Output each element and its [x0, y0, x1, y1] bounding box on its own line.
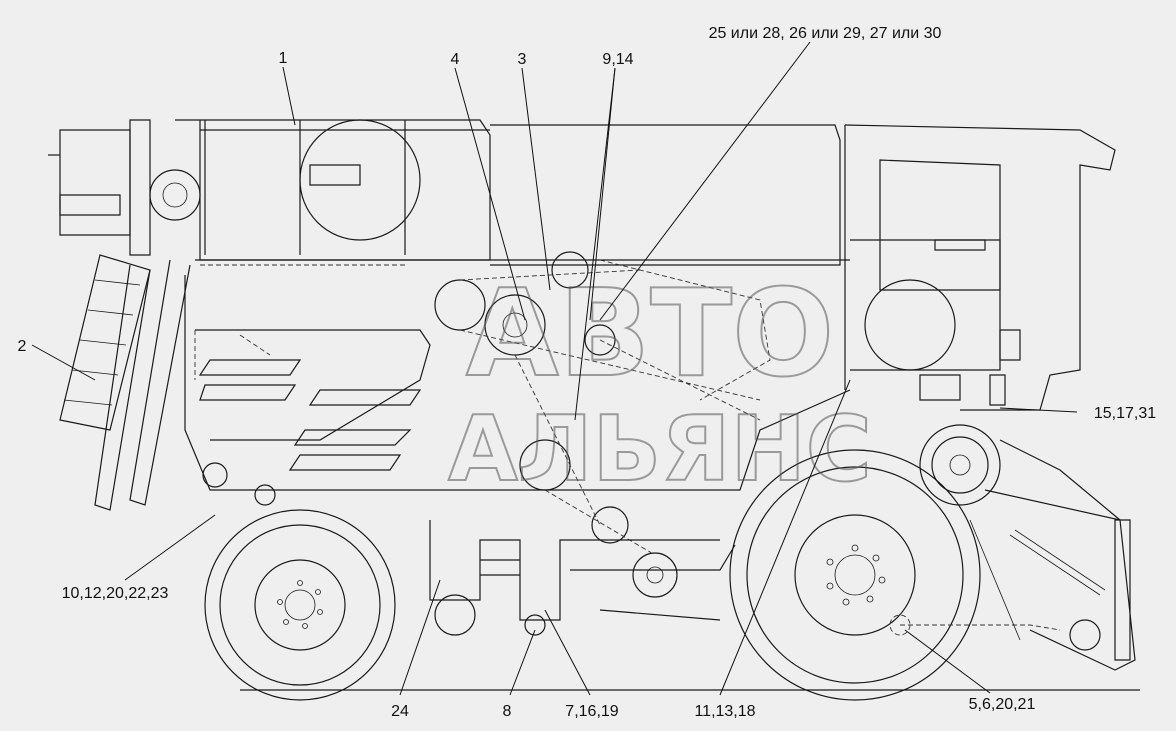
drive-assembly	[202, 251, 1061, 636]
cab	[844, 124, 1116, 411]
callout-9-14: 9,14	[602, 51, 633, 68]
callout-2: 2	[18, 338, 27, 355]
callout-25-30: 25 или 28, 26 или 29, 27 или 30	[709, 25, 942, 42]
callout-10-12-20-22-23: 10,12,20,22,23	[62, 585, 169, 602]
callout-8: 8	[503, 703, 512, 720]
ladder	[59, 254, 191, 511]
callout-15-17-31: 15,17,31	[1094, 405, 1156, 422]
watermark-line1: АВТО	[466, 265, 834, 404]
callout-3: 3	[518, 51, 527, 68]
main-body	[184, 124, 851, 491]
callouts: 1 2 4 3 9,14 25 или 28, 26 или 29, 27 ил…	[18, 25, 1157, 720]
engine-intake	[48, 119, 151, 256]
grain-tank	[149, 119, 491, 266]
callout-11-13-18: 11,13,18	[694, 703, 755, 720]
rear-wheel	[204, 509, 396, 701]
feeder-header	[969, 439, 1136, 671]
lower-frame	[429, 520, 736, 621]
leader-lines	[31, 41, 1078, 696]
callout-5-6-20-21: 5,6,20,21	[969, 696, 1036, 713]
callout-1: 1	[279, 50, 288, 67]
callout-4: 4	[451, 51, 460, 68]
callout-7-16-19: 7,16,19	[565, 703, 618, 720]
front-wheel	[729, 449, 981, 701]
watermark-line2: АЛЬЯНС	[448, 397, 872, 502]
callout-24: 24	[391, 703, 409, 720]
watermark: АВТО АЛЬЯНС	[447, 264, 873, 503]
